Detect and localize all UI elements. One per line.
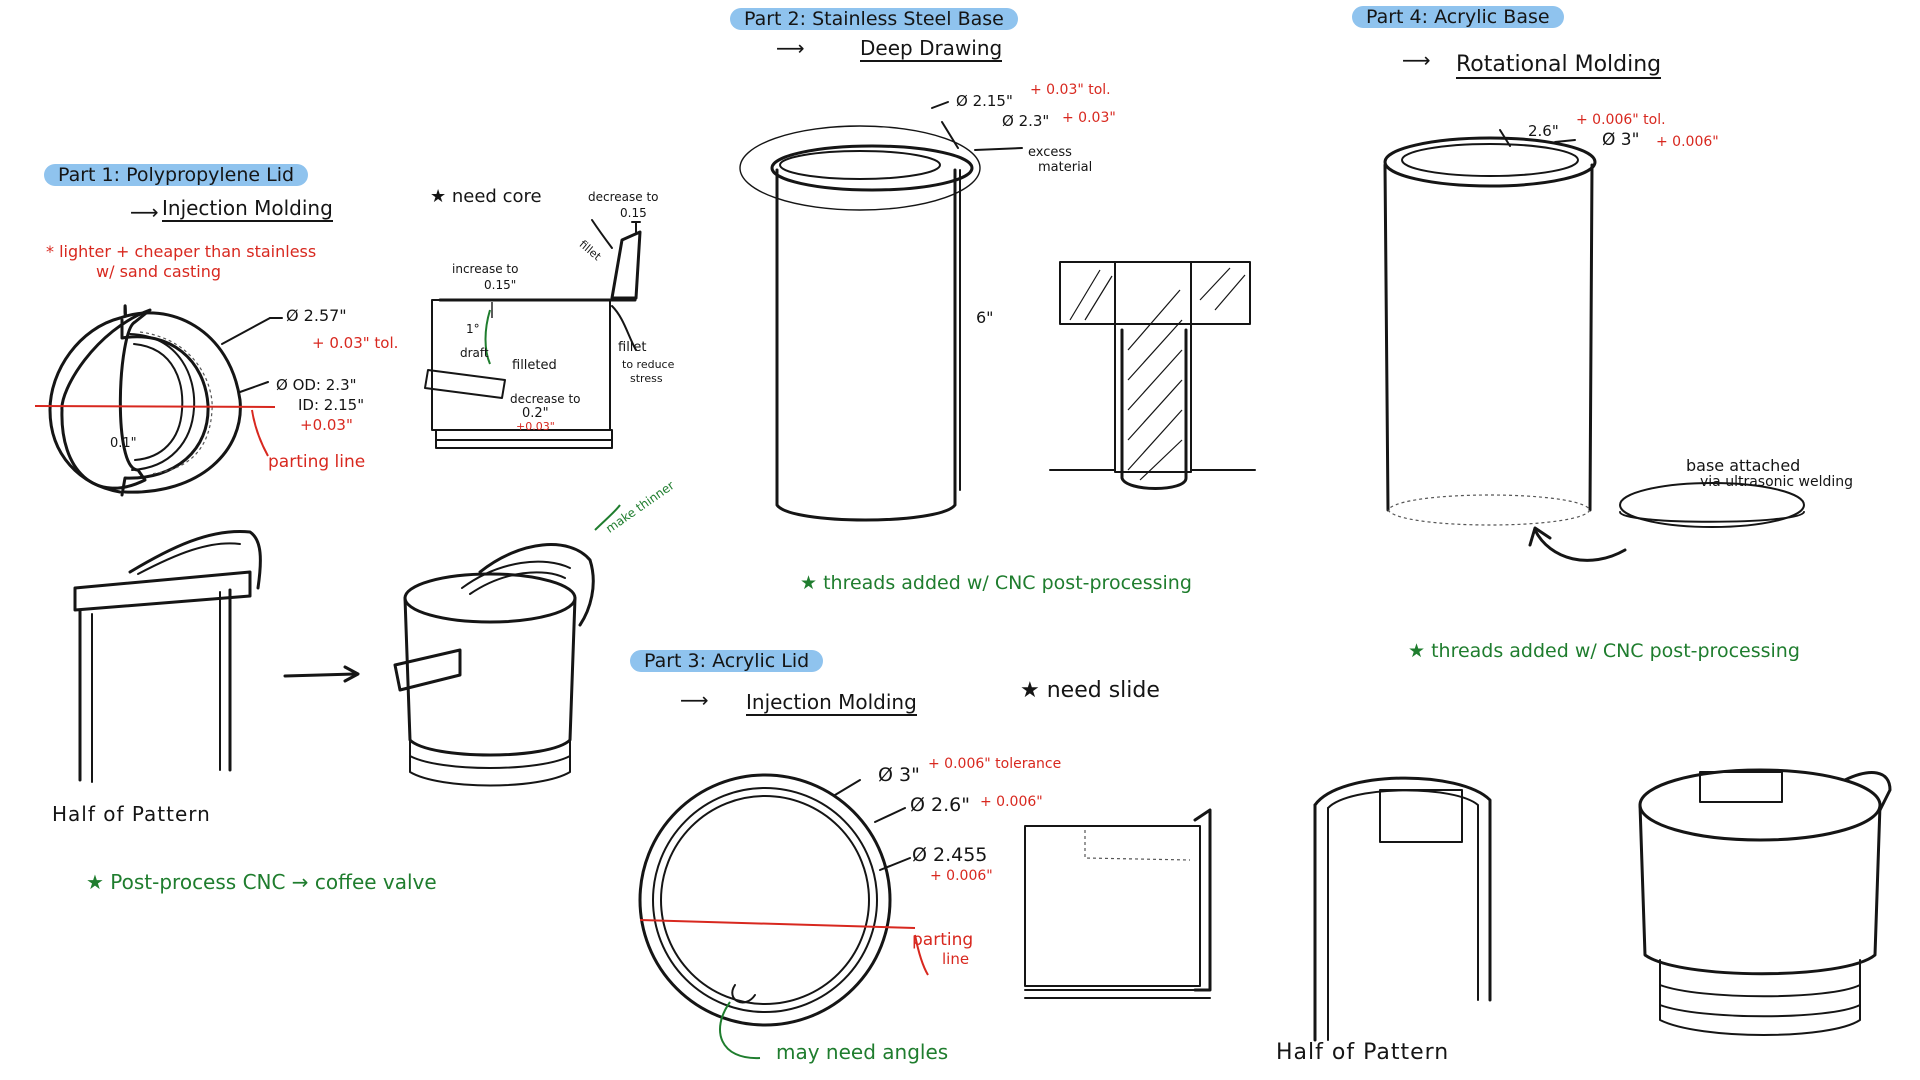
part3-dim-2455-tol: + 0.006" [930, 868, 993, 884]
part2-excess1: excess [1028, 145, 1072, 160]
part3-need-slide: ★ need slide [1020, 678, 1160, 703]
part4-cylinder [1383, 129, 1805, 562]
part1-lid-perspective [73, 529, 360, 783]
part1-increase: increase to [452, 262, 519, 276]
part1-draft-deg: 1° [466, 322, 480, 336]
part2-die-section [1049, 261, 1256, 490]
part1-draft: draft [460, 346, 489, 360]
part1-fillet-stress3: stress [630, 372, 663, 385]
part2-dim-a-tol: + 0.03" tol. [1030, 82, 1111, 98]
part2-excess2: material [1038, 160, 1093, 175]
part1-dim-01: 0.1" [110, 436, 137, 451]
part4-base1: base attached [1686, 456, 1801, 475]
part1-lid-full [393, 504, 621, 787]
part4-title: Part 4: Acrylic Base [1352, 6, 1564, 28]
part1-section-view [424, 219, 642, 449]
part1-note-line2: w/ sand casting [96, 262, 222, 281]
part1-dim-od: Ø OD: 2.3" [276, 376, 357, 394]
part4-dim-26-tol: + 0.006" tol. [1576, 112, 1666, 128]
part3-half-pattern [1313, 776, 1492, 1042]
part2-title: Part 2: Stainless Steel Base [730, 8, 1018, 30]
part3-parting2: line [942, 950, 970, 968]
part1-dim-outer-tol: + 0.03" tol. [312, 334, 399, 352]
part3-half-pattern: Half of Pattern [1276, 1040, 1450, 1065]
part1-process: Injection Molding [162, 196, 333, 222]
part3-dim-26-tol: + 0.006" [980, 794, 1043, 810]
part1-decrease-top: decrease to [588, 190, 659, 204]
part3-dim-3: Ø 3" [878, 764, 920, 786]
part1-filleted: filleted [512, 358, 557, 373]
part1-parting-line: parting line [268, 452, 366, 472]
part1-dim-id: ID: 2.15" [298, 396, 365, 414]
part1-need-core: ★ need core [430, 186, 542, 207]
part2-process: Deep Drawing [860, 36, 1003, 62]
part3-dim-3-tol: + 0.006" tolerance [928, 756, 1062, 772]
part4-dim-26: 2.6" [1528, 122, 1559, 140]
part3-title: Part 3: Acrylic Lid [630, 650, 824, 672]
part3-section [1024, 808, 1212, 999]
part2-threads: ★ threads added w/ CNC post-processing [800, 572, 1192, 594]
part3-angles: may need angles [776, 1040, 949, 1064]
part4-arrow: ⟶ [1402, 48, 1431, 72]
part3-dim-26: Ø 2.6" [910, 794, 970, 816]
part1-decrease-tol: +0.03" [516, 420, 555, 433]
part1-dim-id-tol: +0.03" [300, 416, 353, 434]
part1-increase-val: 0.15" [484, 278, 517, 292]
part2-height: 6" [976, 308, 994, 327]
part2-dim-b-tol: + 0.03" [1062, 110, 1116, 126]
part2-cylinder [739, 101, 1023, 522]
part3-process: Injection Molding [746, 690, 917, 716]
part3-full-lid [1638, 768, 1892, 1036]
part2-arrow: ⟶ [776, 36, 805, 60]
part2-dim-a: Ø 2.15" [956, 92, 1013, 110]
part4-process: Rotational Molding [1456, 52, 1662, 79]
part1-top-view [34, 304, 283, 497]
part1-fillet-stress2: to reduce [622, 358, 675, 371]
part1-arrow: ⟶ [130, 200, 159, 224]
part1-note-line1: * lighter + cheaper than stainless [46, 242, 317, 261]
part4-base2: via ultrasonic welding [1700, 474, 1854, 490]
part1-title: Part 1: Polypropylene Lid [44, 164, 309, 186]
part3-parting1: parting [912, 930, 974, 950]
part2-dim-b: Ø 2.3" [1002, 112, 1050, 130]
part1-decrease-val: 0.2" [522, 406, 549, 421]
part1-fillet-stress1: fillet [618, 340, 647, 355]
part1-dim-outer: Ø 2.57" [286, 306, 347, 325]
part4-dim-3-tol: + 0.006" [1656, 134, 1719, 150]
part1-decrease-to: decrease to [510, 392, 581, 406]
part4-threads: ★ threads added w/ CNC post-processing [1408, 640, 1800, 662]
part3-arrow: ⟶ [680, 688, 709, 712]
part1-post-process: ★ Post-process CNC → coffee valve [86, 870, 437, 894]
part3-dim-2455: Ø 2.455 [912, 844, 988, 866]
part4-dim-3: Ø 3" [1602, 130, 1640, 150]
part1-half-pattern: Half of Pattern [52, 802, 211, 826]
part3-top-view [638, 773, 929, 1060]
part1-decrease-top-val: 0.15 [620, 206, 647, 220]
